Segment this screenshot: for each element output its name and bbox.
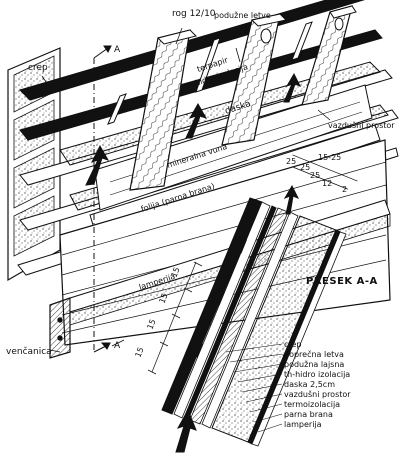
dim-side-3: 15: [158, 292, 170, 305]
perspective-view: crep rog 12/10 podužne letve terpapir hi…: [6, 0, 399, 359]
dim-top-4: 25: [310, 171, 320, 180]
label-crep: crep: [28, 63, 48, 73]
layer-label-5: vazdušni prostor: [284, 389, 351, 399]
label-section-top: A: [114, 45, 121, 55]
dim-top-2: 25: [300, 163, 310, 172]
dim-side-4: 15: [170, 266, 182, 279]
dim-top-5: 12: [322, 179, 332, 188]
label-vencanica: venčanica: [6, 346, 52, 357]
airflow-arrows: [85, 72, 302, 186]
section-arrows: [175, 184, 300, 453]
layer-leaders: [225, 343, 283, 433]
section-title: PRESEK A-A: [306, 276, 378, 287]
air-arrow-2: [185, 102, 208, 139]
layer-label-4: daska 2,5cm: [284, 380, 335, 389]
layer-label-2: podužna lajsna: [284, 360, 344, 369]
section-line: [93, 45, 112, 353]
section-air-arrow-1: [175, 408, 197, 453]
dim-top-3: 15-25: [318, 153, 341, 162]
dim-side-1: 15: [134, 346, 146, 359]
label-poduzne-letve: podužne letve: [214, 11, 271, 20]
layer-label-6: termoizolacija: [284, 400, 340, 409]
label-vazdusni-prostor: vazdušni prostor: [328, 120, 395, 130]
section-view: 25 25 15-25 25 12 2 15 15 15 15 PRESEK A…: [134, 153, 378, 453]
leader-lines: [41, 27, 331, 353]
dim-side-2: 15: [146, 318, 158, 331]
air-arrow-1: [85, 144, 110, 186]
label-rog: rog 12/10: [172, 9, 216, 19]
section-air-arrow-2: [283, 184, 300, 215]
layer-label-1: poprečna letva: [284, 349, 344, 359]
section-layers: [161, 197, 347, 447]
section-layer-vazduh: [201, 211, 299, 429]
side-dimensions: 15 15 15 15: [134, 261, 203, 375]
layer-labels: crep poprečna letva podužna lajsna th-hi…: [284, 340, 351, 429]
layer-label-7: parna brana: [284, 410, 333, 419]
section-layer-lamperija: [251, 231, 347, 447]
layer-label-8: lamperija: [284, 420, 322, 429]
longitudinal-battens: [107, 21, 313, 125]
label-section-bottom: A: [114, 341, 121, 351]
top-dimensions: 25 25 15-25 25 12 2: [286, 153, 358, 194]
layer-label-0: crep: [284, 340, 302, 349]
dim-top-6: 2: [342, 185, 347, 194]
rafters: [129, 5, 357, 191]
dim-top-1: 25: [286, 157, 296, 166]
layer-label-3: th-hidro izolacija: [284, 370, 350, 379]
air-arrow-3: [283, 72, 302, 103]
